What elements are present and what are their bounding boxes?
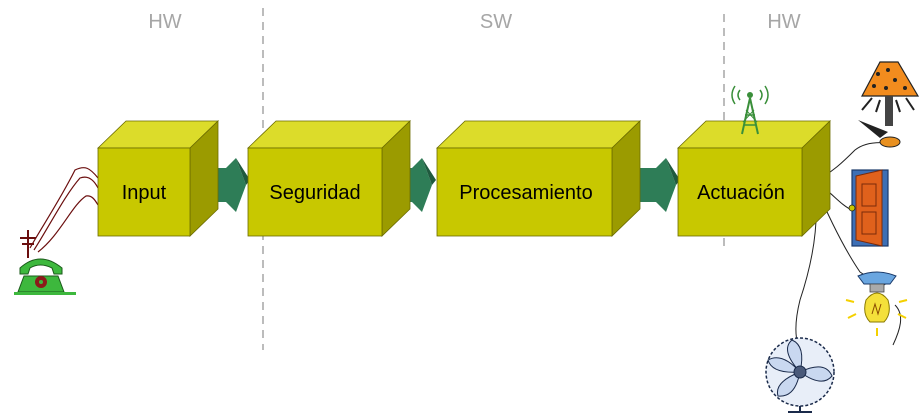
section-label-right: HW [767, 11, 800, 33]
block-seguridad: Seguridad [247, 120, 411, 237]
wire-phone-2 [33, 176, 99, 251]
block-actuacion: Actuación [677, 120, 831, 237]
section-label-left: HW [148, 11, 181, 33]
wire-phone-3 [37, 195, 99, 253]
light-bulb-icon [845, 271, 908, 336]
fan-icon [765, 337, 835, 413]
block-seguridad-label: Seguridad [269, 182, 360, 204]
wire-phone-1 [29, 167, 99, 249]
door-icon [848, 169, 889, 247]
wires [29, 167, 99, 253]
wire-bulb-tail [892, 304, 902, 346]
block-procesamiento: Procesamiento [436, 120, 641, 237]
section-label-middle: SW [480, 11, 512, 33]
antenna-icon [731, 85, 769, 135]
telephone-icon [14, 230, 76, 295]
block-procesamiento-label: Procesamiento [459, 182, 592, 204]
block-input: Input [97, 120, 219, 237]
block-input-label: Input [122, 182, 167, 204]
lamp-icon [858, 61, 920, 148]
block-actuacion-label: Actuación [697, 182, 785, 204]
